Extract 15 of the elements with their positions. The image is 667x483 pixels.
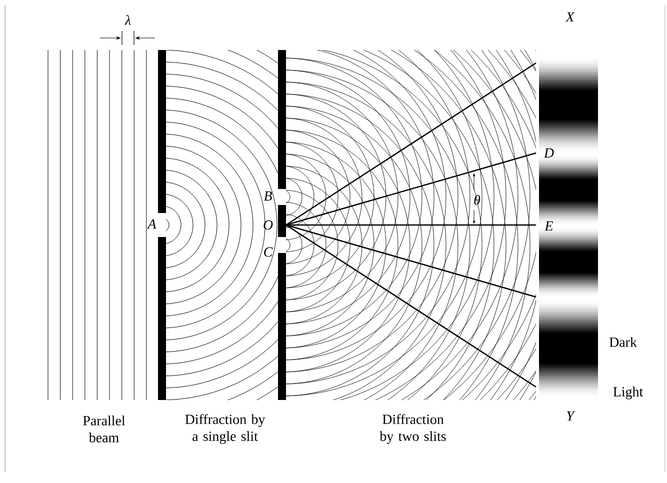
- caption: Diffraction by a single slit: [185, 414, 266, 444]
- band-label: Dark: [609, 337, 637, 347]
- band-label: Light: [613, 386, 644, 400]
- caption: Diffraction by two slits: [380, 414, 446, 444]
- angle-label: θ: [474, 195, 480, 205]
- point-label: C: [264, 247, 273, 257]
- caption: Parallel beam: [83, 416, 126, 442]
- point-label: Y: [566, 411, 576, 421]
- point-label: D: [544, 148, 554, 158]
- point-label: A: [146, 219, 156, 229]
- point-label: B: [264, 191, 272, 201]
- symbol-label: λ: [124, 15, 131, 25]
- point-label: X: [565, 12, 575, 22]
- point-label: O: [264, 220, 273, 230]
- point-label: E: [544, 221, 554, 231]
